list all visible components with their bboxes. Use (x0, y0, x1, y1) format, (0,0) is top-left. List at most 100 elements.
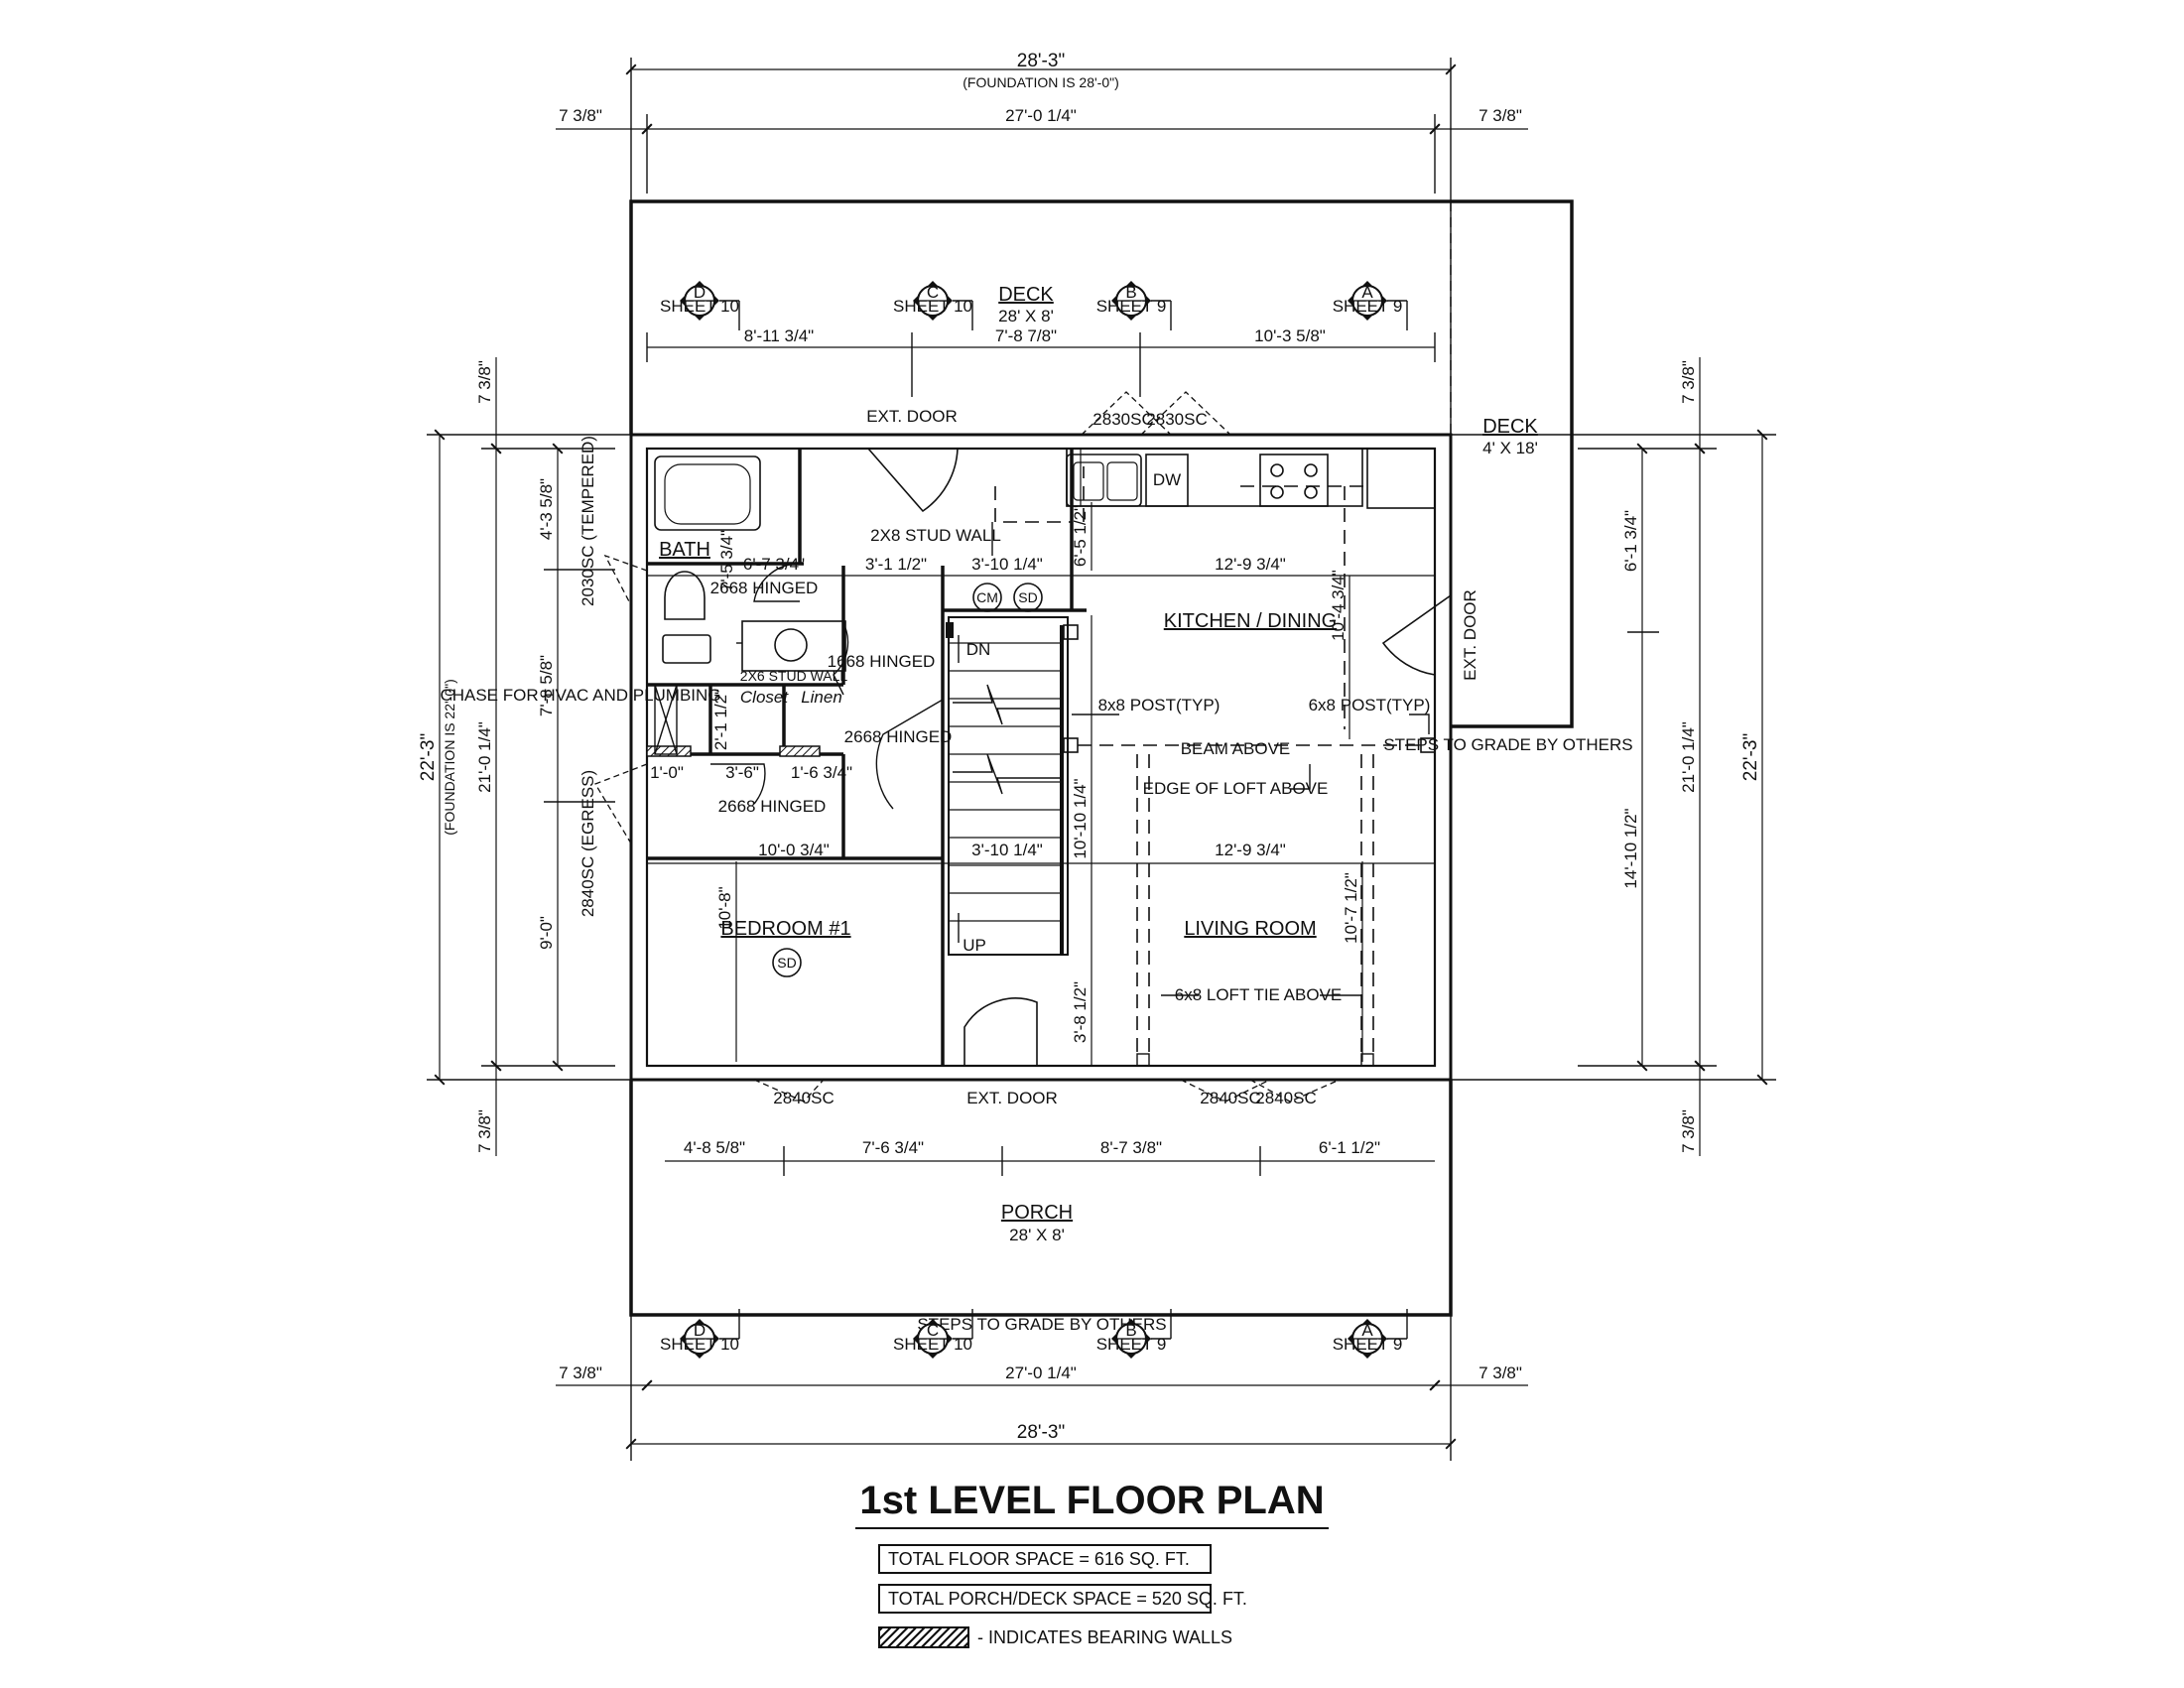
bottom-overall-dimensions: 27'-0 1/4" 28'-3" 7 3/8" 7 3/8" (556, 1363, 1528, 1450)
dim-bottom-4: 6'-1 1/2" (1319, 1138, 1380, 1157)
dim-inner-width-top: 27'-0 1/4" (1005, 106, 1077, 125)
dim-c2: 3'-6" (725, 763, 759, 782)
note-ext-door-rear: EXT. DOOR (866, 407, 958, 426)
section-sheet: SHEET 9 (1333, 1335, 1403, 1354)
note-window-2840-c: 2840SC (1255, 1089, 1316, 1107)
section-sheet: SHEET 10 (893, 297, 972, 316)
interior-dimension-lines (646, 332, 1436, 1176)
section-letter: C (927, 1321, 939, 1340)
deck-porch-outlines (629, 199, 1574, 1317)
dim-top-2: 7'-8 7/8" (995, 326, 1057, 345)
dim-closet-h: 2'-1 1/2" (711, 689, 730, 750)
dim-bedroom-w: 10'-0 3/4" (758, 841, 830, 859)
section-letter: C (927, 283, 939, 302)
note-door-2668-b: 2668 HINGED (844, 727, 953, 746)
label-porch-size: 28' X 8' (1009, 1226, 1065, 1244)
note-window-2840-a: 2840SC (773, 1089, 834, 1107)
dim-right-bot: 14'-10 1/2" (1621, 808, 1640, 888)
dim-left-bot: 9'-0" (537, 916, 556, 950)
dim-bottom-1: 4'-8 5/8" (684, 1138, 745, 1157)
note-window-2830-a: 2830SC (1092, 410, 1153, 429)
note-post-8x8: 8x8 POST(TYP) (1098, 696, 1220, 714)
dim-bath-w: 6'-7 3/4" (743, 555, 805, 574)
note-2x8-stud: 2X8 STUD WALL (870, 526, 1001, 545)
dim-foundation-width: (FOUNDATION IS 28'-0") (963, 74, 1119, 90)
dim-stair-w-top: 3'-10 1/4" (971, 555, 1043, 574)
label-deck-rear-size: 28' X 8' (998, 307, 1054, 325)
note-steps-porch: STEPS TO GRADE BY OTHERS (917, 1315, 1166, 1334)
section-sheet: SHEET 9 (1096, 1335, 1167, 1354)
dim-c1: 1'-0" (650, 763, 684, 782)
dim-bottom-overall: 28'-3" (1017, 1422, 1065, 1443)
dim-left-top: 4'-3 5/8" (537, 478, 556, 540)
dim-offset-tr: 7 3/8" (1478, 106, 1522, 125)
plan-title: 1st LEVEL FLOOR PLAN (855, 1479, 1329, 1529)
label-kitchen: KITCHEN / DINING (1164, 610, 1337, 632)
top-overall-dimensions: 28'-3" (FOUNDATION IS 28'-0") 27'-0 1/4"… (556, 51, 1528, 1461)
dim-bottom-3: 8'-7 3/8" (1100, 1138, 1162, 1157)
label-bedroom: BEDROOM #1 (720, 918, 850, 940)
dim-living-h: 10'-7 1/2" (1342, 872, 1360, 944)
label-deck-side: DECK (1482, 416, 1538, 438)
note-door-1668: 1668 HINGED (828, 652, 936, 671)
dim-stair-w-bot: 3'-10 1/4" (971, 841, 1043, 859)
section-sheet: SHEET 10 (660, 1335, 739, 1354)
section-letter: A (1361, 283, 1373, 302)
note-loft-tie: 6x8 LOFT TIE ABOVE (1175, 985, 1343, 1004)
dim-right-overall: 22'-3" (1740, 733, 1761, 781)
dim-right-inner: 21'-0 1/4" (1679, 721, 1698, 793)
dim-left-mid: 7'-8 5/8" (537, 655, 556, 716)
porch-deck-space-box: TOTAL PORCH/DECK SPACE = 520 SQ. FT. (878, 1584, 1247, 1614)
right-dimensions: 22'-3" 21'-0 1/4" 7 3/8" 7 3/8" 6'-1 3/4… (1451, 357, 1776, 1156)
dim-left-offset-top: 7 3/8" (475, 360, 494, 404)
label-porch: PORCH (1001, 1202, 1073, 1224)
legend-text: - INDICATES BEARING WALLS (977, 1626, 1233, 1647)
note-door-2668-a: 2668 HINGED (710, 579, 819, 597)
note-cm: CM (976, 589, 998, 605)
note-post-6x8: 6x8 POST(TYP) (1309, 696, 1431, 714)
house-walls (594, 391, 1453, 1103)
dim-c3: 1'-6 3/4" (791, 763, 852, 782)
floor-space-box: TOTAL FLOOR SPACE = 616 SQ. FT. (878, 1544, 1212, 1574)
dim-offset-tl: 7 3/8" (559, 106, 602, 125)
note-dw: DW (1153, 470, 1181, 489)
note-door-2668-c: 2668 HINGED (718, 797, 827, 816)
dim-right-offset-top: 7 3/8" (1679, 360, 1698, 404)
dim-top-3: 10'-3 5/8" (1254, 326, 1326, 345)
labels: DECK 28' X 8' DECK 4' X 18' PORCH 28' X … (440, 284, 1632, 1334)
section-letter: D (694, 283, 706, 302)
note-edge-loft: EDGE OF LOFT ABOVE (1143, 779, 1329, 798)
note-chase: CHASE FOR HVAC AND PLUMBING (440, 686, 720, 705)
note-dn: DN (966, 640, 991, 659)
left-dimensions: 22'-3" (FOUNDATION IS 22'-0") 21'-0 1/4"… (418, 357, 631, 1156)
dim-stair-h: 10'-10 1/4" (1071, 778, 1090, 858)
dim-kitchen-w: 12'-9 3/4" (1215, 555, 1286, 574)
note-ext-door-front: EXT. DOOR (966, 1089, 1058, 1107)
dim-offset-bl: 7 3/8" (559, 1363, 602, 1382)
label-closet: Closet (740, 688, 789, 707)
label-bath: BATH (659, 539, 710, 561)
label-living: LIVING ROOM (1184, 918, 1316, 940)
dim-left-foundation: (FOUNDATION IS 22'-0") (442, 679, 457, 836)
dim-kitchen-h: 10'-4 3/4" (1329, 570, 1348, 641)
dim-right-top: 6'-1 3/4" (1621, 510, 1640, 572)
section-letter: B (1125, 1321, 1136, 1340)
bearing-wall-swatch (878, 1626, 969, 1648)
dim-hall-w: 3'-1 1/2" (865, 555, 927, 574)
note-sd-hall: SD (1018, 589, 1037, 605)
title-block: 1st LEVEL FLOOR PLAN (0, 1479, 2184, 1529)
dim-left-inner: 21'-0 1/4" (475, 721, 494, 793)
dim-bath-h: 7'-5 3/4" (717, 530, 736, 591)
section-sheet: SHEET 9 (1333, 297, 1403, 316)
note-up: UP (963, 936, 986, 955)
legend: - INDICATES BEARING WALLS (878, 1625, 1232, 1649)
label-deck-side-size: 4' X 18' (1482, 439, 1538, 457)
dim-bottom-2: 7'-6 3/4" (862, 1138, 924, 1157)
